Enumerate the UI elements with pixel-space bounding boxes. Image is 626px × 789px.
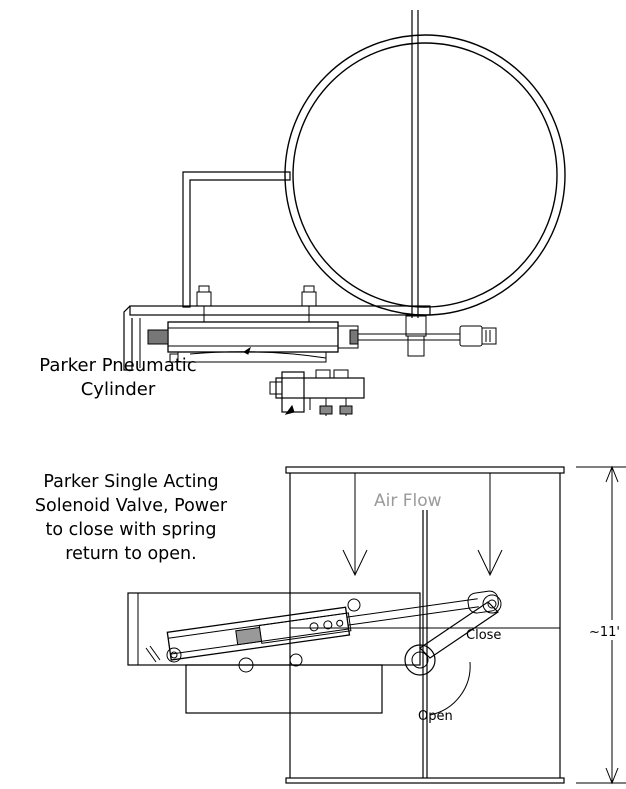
height-dimension bbox=[576, 465, 626, 785]
air-flow-arrow-right bbox=[477, 473, 503, 577]
air-tubing-curve bbox=[189, 351, 327, 359]
cylinder-gland bbox=[349, 329, 359, 345]
fitting-hex bbox=[289, 653, 303, 667]
round-duct-inner bbox=[292, 42, 558, 308]
valve-fitting bbox=[347, 598, 361, 612]
top-view bbox=[123, 10, 566, 416]
valve-fitting-lower bbox=[238, 657, 254, 673]
rod-clevis bbox=[459, 325, 483, 347]
cylinder-label: Parker Pneumatic Cylinder bbox=[6, 354, 230, 402]
solenoid-label-line: Solenoid Valve, Power bbox=[34, 496, 228, 516]
swing-arc bbox=[429, 661, 471, 716]
shaft-hub bbox=[405, 315, 427, 337]
bolt-right bbox=[301, 285, 317, 322]
solenoid-label-line: return to open. bbox=[65, 544, 197, 564]
solenoid-label: Parker Single Acting Solenoid Valve, Pow… bbox=[6, 470, 256, 566]
support-bracket bbox=[182, 171, 291, 308]
cylinder-label-line: Cylinder bbox=[80, 379, 156, 400]
cylinder-label-line: Parker Pneumatic bbox=[39, 355, 197, 376]
solenoid-valve-top bbox=[269, 369, 365, 416]
pneumatic-cylinder-body bbox=[167, 321, 339, 353]
solenoid-label-line: Parker Single Acting bbox=[43, 472, 219, 492]
pneumatic-cylinder-side bbox=[166, 590, 499, 661]
pivot-bracket bbox=[145, 645, 161, 663]
round-duct-outer bbox=[284, 34, 566, 316]
shaft-collar bbox=[407, 335, 425, 357]
rod-end bbox=[481, 327, 497, 345]
mounting-plate bbox=[129, 305, 431, 316]
mount-box-lower bbox=[185, 664, 383, 714]
cylinder-end-cap bbox=[147, 329, 169, 345]
side-view bbox=[127, 465, 626, 785]
air-flow-label: Air Flow bbox=[374, 491, 442, 511]
angle-bracket bbox=[123, 305, 133, 371]
tubing-fitting bbox=[169, 353, 179, 363]
cylinder-pivot bbox=[166, 647, 182, 663]
bolt-left bbox=[196, 285, 212, 322]
solenoid-label-line: to close with spring bbox=[45, 520, 217, 540]
duct-flange-top bbox=[285, 466, 565, 474]
close-label: Close bbox=[466, 628, 502, 643]
open-label: Open bbox=[418, 709, 453, 724]
height-label: ~11' bbox=[589, 625, 621, 640]
crank-arm bbox=[404, 594, 502, 676]
cylinder-pivot-pin bbox=[170, 651, 178, 659]
duct-flange-bottom bbox=[285, 777, 565, 784]
tubing-arrow bbox=[243, 346, 251, 355]
air-flow-arrow-left bbox=[342, 473, 368, 577]
